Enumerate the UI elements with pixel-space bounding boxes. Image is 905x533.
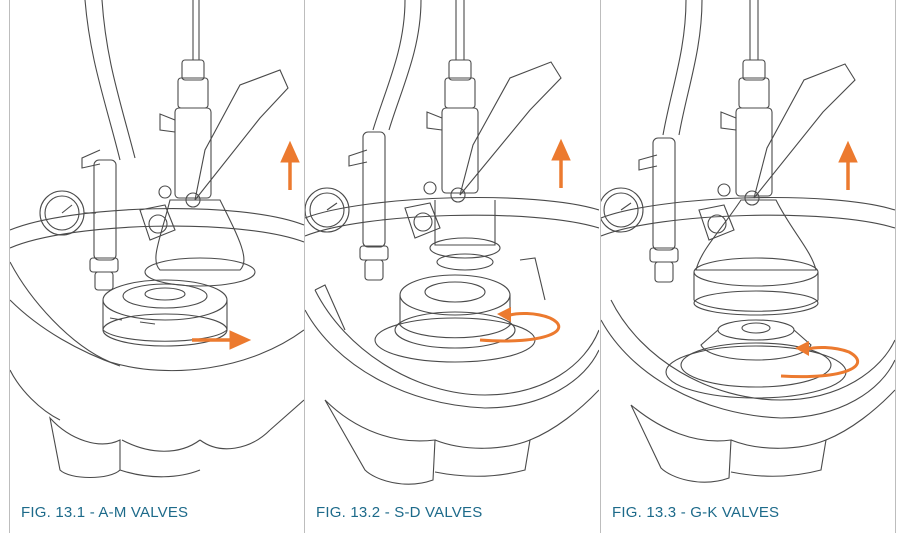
panel-divider — [600, 0, 601, 533]
lift-arrow-icon — [838, 140, 858, 190]
rotate-arrow-icon — [780, 341, 860, 379]
lift-arrow-icon — [280, 140, 300, 190]
arrow-right-icon — [192, 330, 252, 350]
keg-coupler-illustration — [305, 0, 599, 485]
figure-panel-s-d: FIG. 13.2 - S-D VALVES — [305, 0, 599, 533]
keg-coupler-illustration — [601, 0, 895, 483]
figure-caption: FIG. 13.3 - G-K VALVES — [612, 504, 780, 521]
figure-caption: FIG. 13.2 - S-D VALVES — [316, 504, 483, 521]
panel-divider — [304, 0, 305, 533]
keg-coupler-illustration — [10, 0, 304, 478]
figure-panel-a-m: FIG. 13.1 - A-M VALVES — [10, 0, 304, 533]
figure-panel-g-k: FIG. 13.3 - G-K VALVES — [601, 0, 895, 533]
lift-arrow-icon — [551, 138, 571, 188]
figure-caption: FIG. 13.1 - A-M VALVES — [21, 504, 189, 521]
panel-divider — [9, 0, 10, 533]
panel-divider — [895, 0, 896, 533]
rotate-arrow-icon — [479, 307, 561, 343]
